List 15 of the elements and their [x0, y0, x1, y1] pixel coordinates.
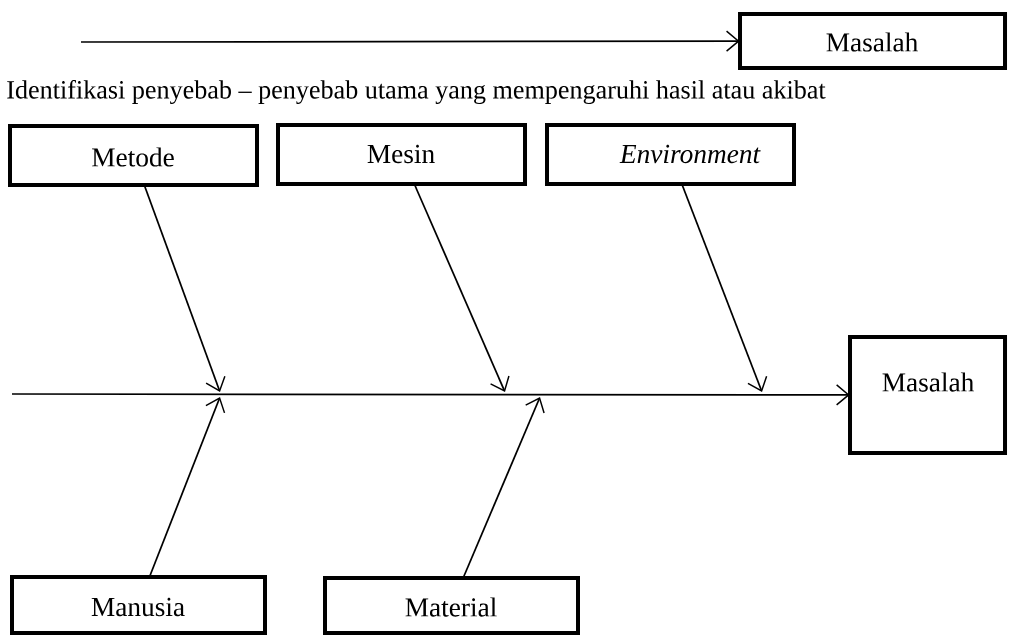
arrow	[462, 397, 545, 579]
caption-text: Identifikasi penyebab – penyebab utama yang mempengaruhi hasil atau akibat	[7, 80, 826, 105]
cause-box: Metode	[8, 124, 259, 187]
cause-box: Environment	[545, 123, 796, 186]
cause-box: Material	[323, 576, 580, 635]
arrow	[681, 183, 768, 392]
arrow	[413, 183, 510, 392]
cause-box: Masalah	[848, 335, 1007, 455]
cause-box: Manusia	[10, 575, 267, 635]
arrow	[80, 30, 740, 52]
cause-box: Masalah	[738, 12, 1007, 70]
arrow	[143, 184, 226, 392]
arrow	[11, 384, 850, 406]
cause-box: Mesin	[276, 123, 527, 186]
arrow	[148, 397, 226, 578]
